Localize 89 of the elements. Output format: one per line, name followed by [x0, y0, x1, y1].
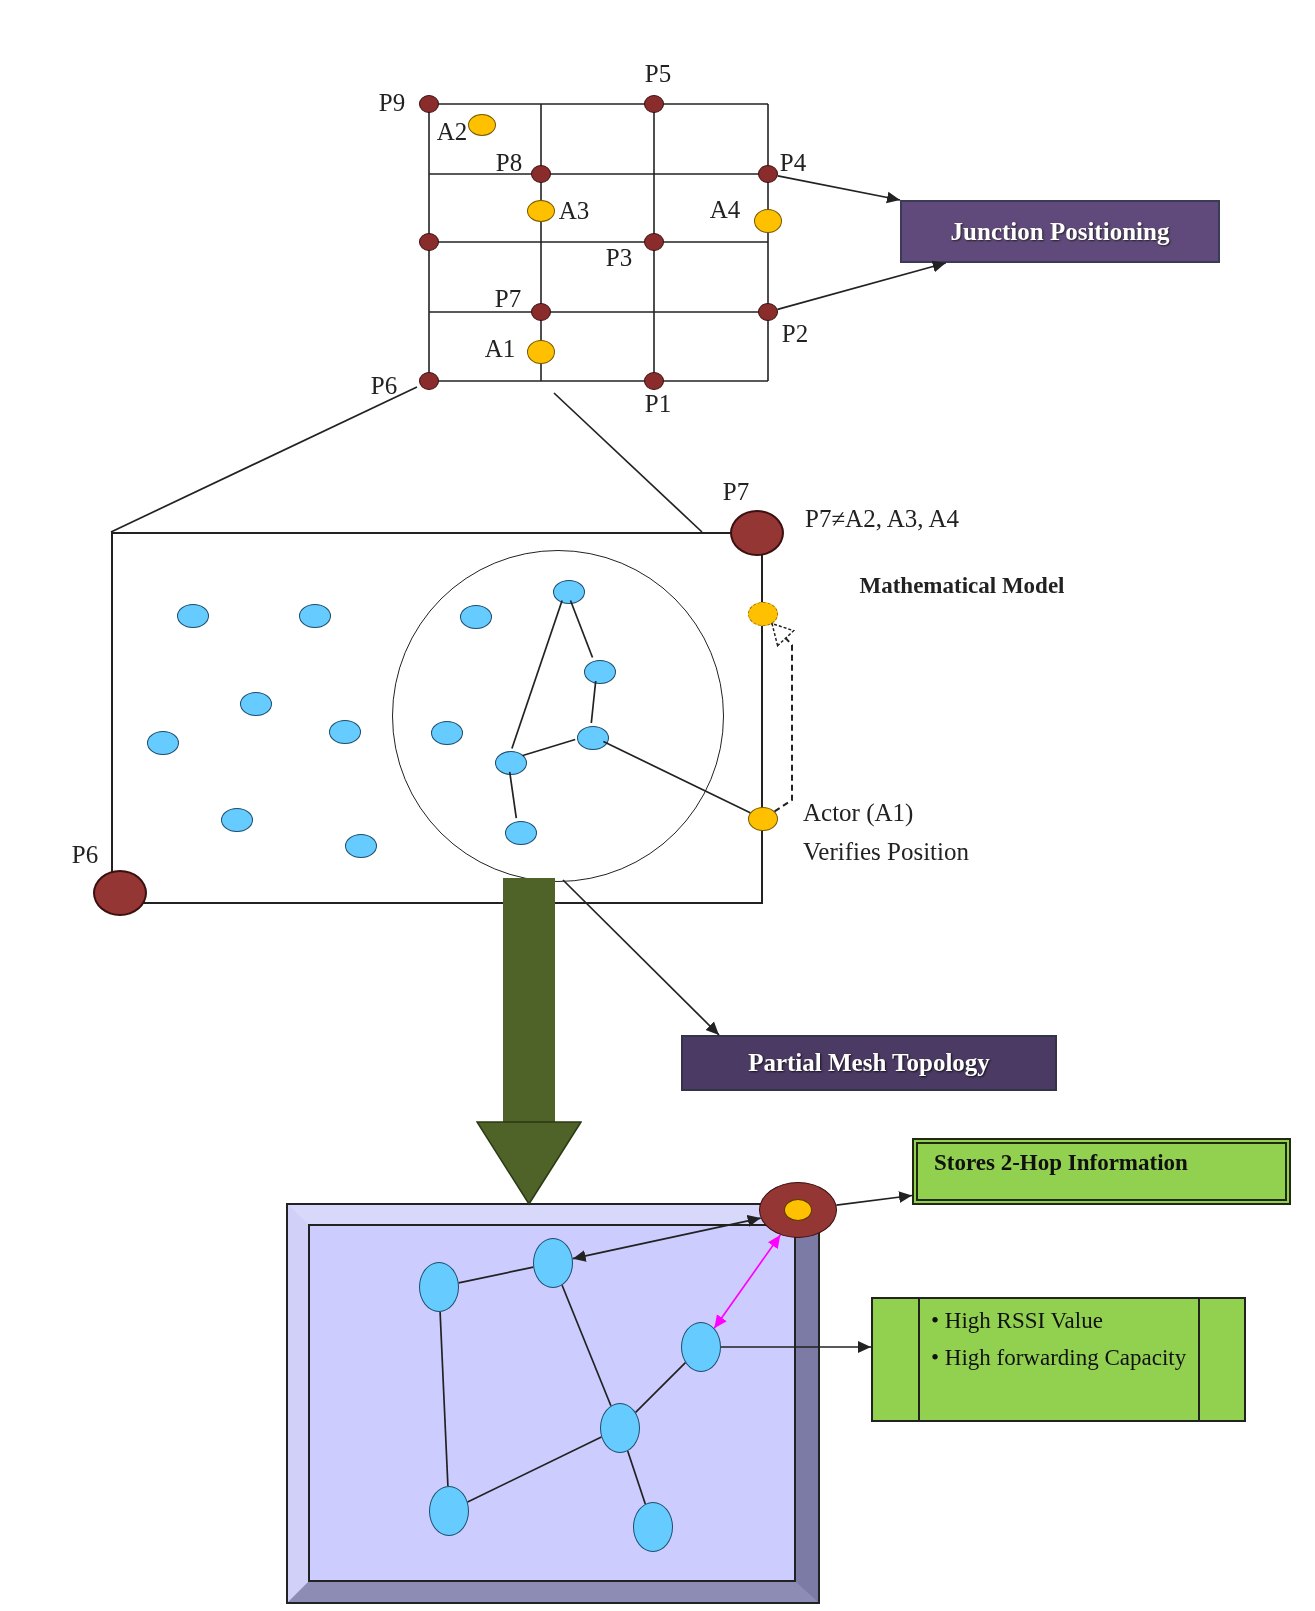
point-label: Actor (A1) Verifies Position: [803, 798, 970, 867]
mesh-node: [633, 1502, 673, 1552]
box-label: Junction Positioning: [950, 217, 1170, 246]
point-label: P3: [605, 242, 633, 273]
sensor-node: [329, 720, 361, 744]
junction-dot: [644, 233, 664, 251]
actor-dot: [748, 807, 778, 831]
dashed-arrow: [771, 622, 795, 813]
mesh-node: [419, 1262, 459, 1312]
network-panel: [288, 1205, 818, 1602]
arrow: [776, 260, 947, 311]
point-label: P5: [644, 58, 672, 89]
mesh-node: [600, 1403, 640, 1453]
arrow: [571, 1215, 762, 1262]
box-label: Stores 2-Hop Information: [934, 1150, 1188, 1176]
junction-dot: [531, 165, 551, 183]
title-box: [681, 1035, 1057, 1091]
actor-dot: [748, 602, 778, 626]
point-label: P6: [370, 370, 398, 401]
junction-circle: [730, 510, 784, 556]
point-label: P2: [781, 318, 809, 349]
connector-line: [508, 771, 518, 819]
point-label: P6: [71, 839, 99, 870]
connector-line: [457, 1266, 535, 1284]
connector-line: [590, 680, 597, 724]
actor-dot: [527, 340, 555, 364]
sensor-node: [495, 751, 527, 775]
point-label: P4: [779, 147, 807, 178]
mesh-node: [533, 1238, 573, 1288]
point-label: P7: [722, 476, 750, 507]
sensor-node: [505, 821, 537, 845]
mesh-node: [429, 1486, 469, 1536]
arrow: [720, 1341, 872, 1353]
connector-line: [511, 599, 563, 750]
arrow: [562, 879, 720, 1036]
point-label: A1: [484, 333, 516, 364]
point-label: P7≠A2, A3, A4: [805, 503, 959, 534]
connector-line: [602, 740, 752, 814]
actor-dot: [527, 200, 555, 222]
junction-dot: [419, 95, 439, 113]
junction-dot: [644, 95, 664, 113]
info-box: [871, 1297, 1246, 1422]
connector-line: [466, 1436, 603, 1503]
point-label: P9: [378, 87, 406, 118]
point-label: P1: [644, 388, 672, 419]
arrow: [713, 1234, 782, 1330]
sensor-node: [221, 808, 253, 832]
junction-dot: [758, 165, 778, 183]
title-box: [900, 200, 1220, 263]
point-label: P7: [494, 283, 522, 314]
point-label: A4: [709, 194, 741, 225]
sensor-node: [553, 580, 585, 604]
connector-line: [439, 1311, 449, 1487]
sensor-node: [240, 692, 272, 716]
actor-dot: [754, 209, 782, 233]
junction-circle: [93, 870, 147, 916]
sensor-node: [177, 604, 209, 628]
point-label: A3: [558, 195, 590, 226]
junction-dot: [644, 372, 664, 390]
connector-line: [110, 386, 418, 533]
arrow: [776, 175, 901, 204]
sensor-node: [577, 726, 609, 750]
heading-label: Mathematical Model: [859, 572, 1065, 601]
connector-line: [634, 1361, 687, 1414]
box-label: Partial Mesh Topology: [748, 1049, 990, 1077]
bullet-item: • High RSSI Value: [931, 1307, 1104, 1335]
connector-line: [561, 1284, 612, 1407]
junction-dot: [758, 303, 778, 321]
connector-line: [626, 1450, 647, 1505]
bullet-item: • High forwarding Capacity: [931, 1343, 1188, 1372]
sensor-node: [584, 660, 616, 684]
info-box: [912, 1138, 1291, 1205]
connector-line: [553, 392, 703, 533]
point-label: A2: [436, 116, 468, 147]
connector-line: [521, 738, 577, 757]
connector-line: [569, 599, 594, 659]
mesh-node: [681, 1322, 721, 1372]
junction-dot: [531, 303, 551, 321]
sensor-node: [460, 605, 492, 629]
actor-dot: [468, 114, 496, 136]
sensor-node: [147, 731, 179, 755]
sensor-node: [299, 604, 331, 628]
sensor-node: [345, 834, 377, 858]
point-label: P8: [495, 147, 523, 178]
sensor-node: [431, 721, 463, 745]
junction-dot: [419, 372, 439, 390]
junction-dot: [419, 233, 439, 251]
block-arrow: [476, 878, 582, 1205]
arrow: [835, 1191, 913, 1206]
